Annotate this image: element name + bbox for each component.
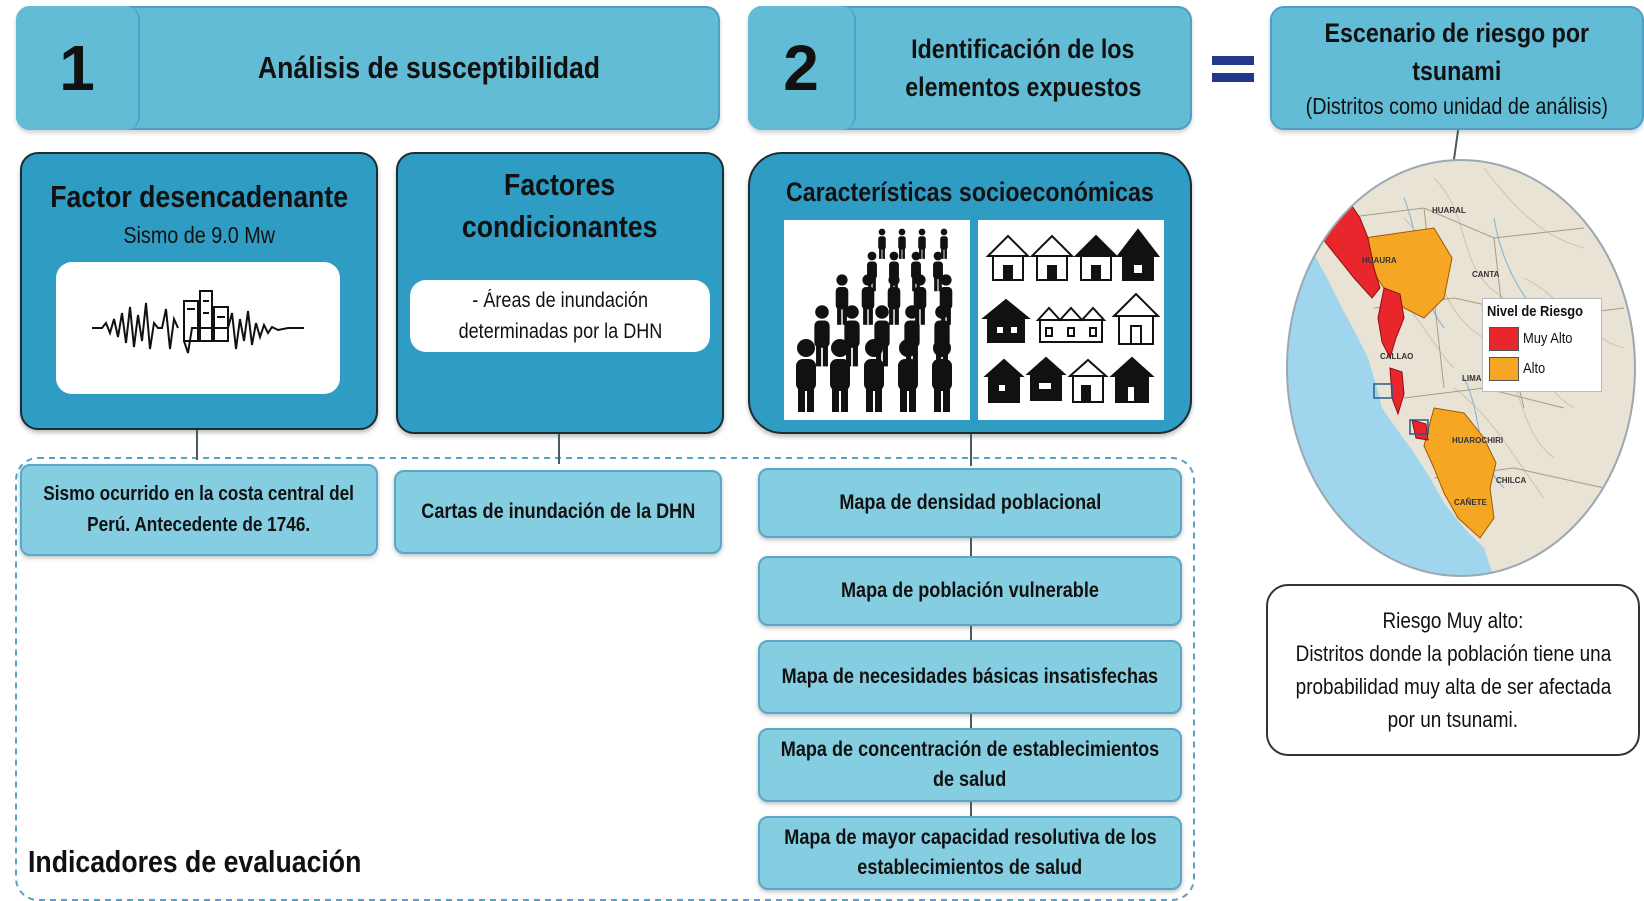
- indicator-mapa-poblacion: Mapa de población vulnerable: [758, 556, 1182, 626]
- result-title-line2: tsunami: [1412, 56, 1502, 86]
- map-legend: Nivel de Riesgo Muy Alto Alto: [1482, 298, 1602, 392]
- crowd-icon: [796, 228, 953, 412]
- place-callao: CALLAO: [1380, 352, 1414, 361]
- factor-desencadenante-panel: Factor desencadenante Sismo de 9.0 Mw: [20, 152, 378, 430]
- connector-6: [970, 714, 972, 728]
- step1-number: 1: [16, 6, 140, 130]
- result-subtitle: (Distritos como unidad de análisis): [1305, 93, 1609, 119]
- equals-sign: [1212, 56, 1254, 82]
- risk-description: Riesgo Muy alto: Distritos donde la pobl…: [1266, 584, 1640, 756]
- seismic-wave-city-icon: [92, 290, 304, 354]
- inundacion-line2: determinadas por la DHN: [458, 320, 662, 343]
- caracteristicas-panel: Características socioeconómicas: [748, 152, 1192, 434]
- place-huaral: HUARAL: [1432, 206, 1466, 215]
- step1-header: 1 Análisis de susceptibilidad: [16, 6, 720, 130]
- indicator-mapa-densidad: Mapa de densidad poblacional: [758, 468, 1182, 538]
- place-huarochiri: HUAROCHIRI: [1452, 436, 1504, 445]
- result-title-line1: Escenario de riesgo por: [1324, 18, 1590, 48]
- factor-desencadenante-subtitle: Sismo de 9.0 Mw: [123, 222, 275, 248]
- legend-swatch-alto: [1489, 357, 1519, 381]
- legend-title: Nivel de Riesgo: [1487, 303, 1584, 320]
- place-chilca: CHILCA: [1496, 476, 1527, 485]
- place-huaura: HUAURA: [1362, 256, 1397, 265]
- indicator-cartas: Cartas de inundación de la DHN: [394, 470, 722, 554]
- indicator-mapa-capacidad: Mapa de mayor capacidad resolutiva de lo…: [758, 816, 1182, 890]
- houses-icon: [981, 228, 1161, 403]
- indicator-mapa-necesidades: Mapa de necesidades básicas insatisfecha…: [758, 640, 1182, 714]
- connector-5: [970, 626, 972, 640]
- result-header: Escenario de riesgo por tsunami (Distrit…: [1270, 6, 1644, 130]
- factores-condicionantes-panel: Factores condicionantes - Áreas de inund…: [396, 152, 724, 434]
- place-lima: LIMA: [1462, 374, 1482, 383]
- indicator-sismo: Sismo ocurrido en la costa central del P…: [20, 464, 378, 556]
- place-canta: CANTA: [1472, 270, 1500, 279]
- legend-label-muy-alto: Muy Alto: [1523, 330, 1573, 347]
- inundacion-line1: - Áreas de inundación: [472, 289, 648, 312]
- step1-title: Análisis de susceptibilidad: [257, 50, 601, 85]
- caracteristicas-title: Características socioeconómicas: [786, 177, 1154, 207]
- place-canete: CAÑETE: [1454, 498, 1487, 507]
- step2-title: Identificación de los elementos expuesto…: [904, 34, 1142, 102]
- legend-label-alto: Alto: [1523, 360, 1546, 377]
- connector-1: [196, 430, 198, 460]
- factor-desencadenante-title: Factor desencadenante: [50, 179, 348, 214]
- step2-header: 2 Identificación de los elementos expues…: [748, 6, 1192, 130]
- connector-2: [558, 434, 560, 464]
- indicator-mapa-concentracion: Mapa de concentración de establecimiento…: [758, 728, 1182, 802]
- step2-number: 2: [748, 6, 856, 130]
- legend-swatch-muy-alto: [1489, 327, 1519, 351]
- crowd-card: [784, 220, 970, 420]
- connector-7: [970, 802, 972, 816]
- houses-card: [978, 220, 1164, 420]
- factores-condicionantes-title: Factores condicionantes: [462, 167, 658, 244]
- seismic-card: [56, 262, 340, 394]
- connector-3: [970, 434, 972, 466]
- indicadores-label: Indicadores de evaluación: [28, 844, 362, 879]
- inundacion-card: - Áreas de inundación determinadas por l…: [410, 280, 710, 352]
- connector-4: [970, 538, 972, 556]
